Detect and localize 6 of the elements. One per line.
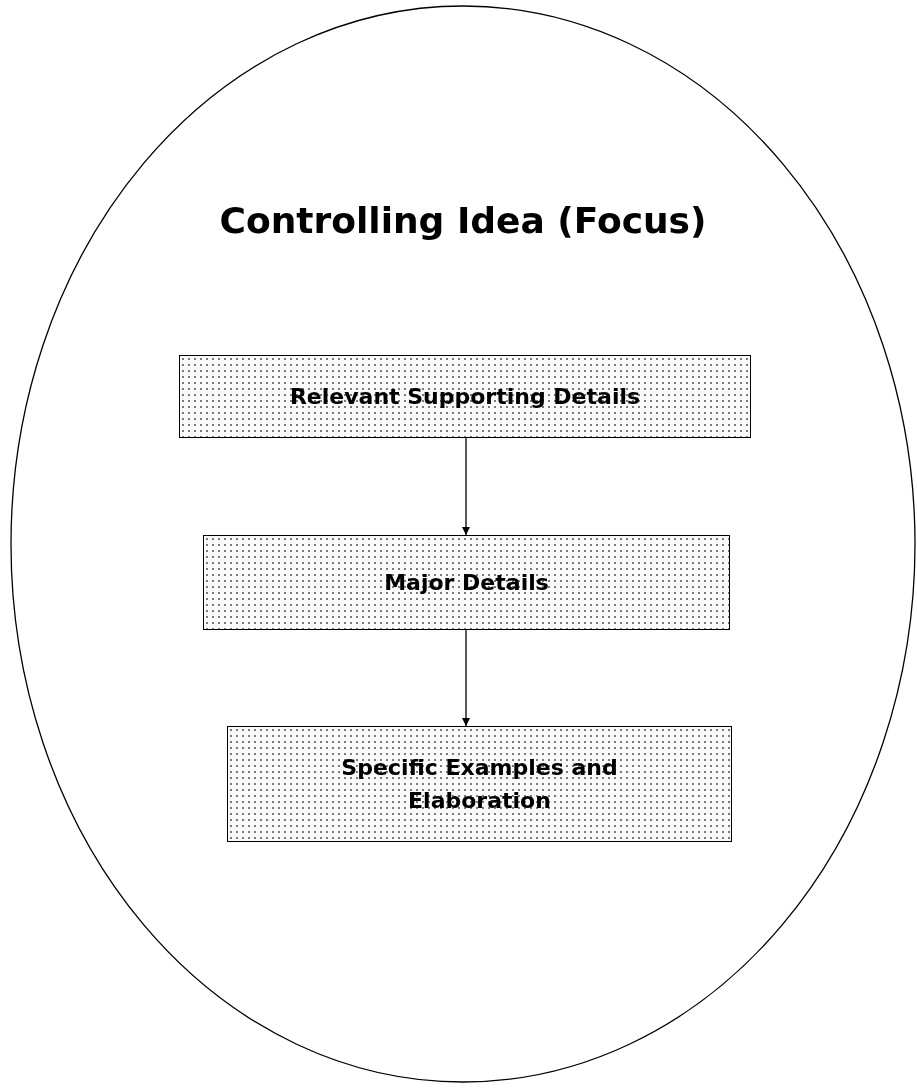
detail-box: Major Details bbox=[203, 535, 730, 630]
arrow bbox=[462, 629, 470, 727]
arrow bbox=[462, 437, 470, 536]
detail-box: Specific Examples and Elaboration bbox=[227, 726, 732, 842]
detail-box: Relevant Supporting Details bbox=[179, 355, 751, 438]
title-text: Controlling Idea (Focus) bbox=[218, 200, 708, 241]
